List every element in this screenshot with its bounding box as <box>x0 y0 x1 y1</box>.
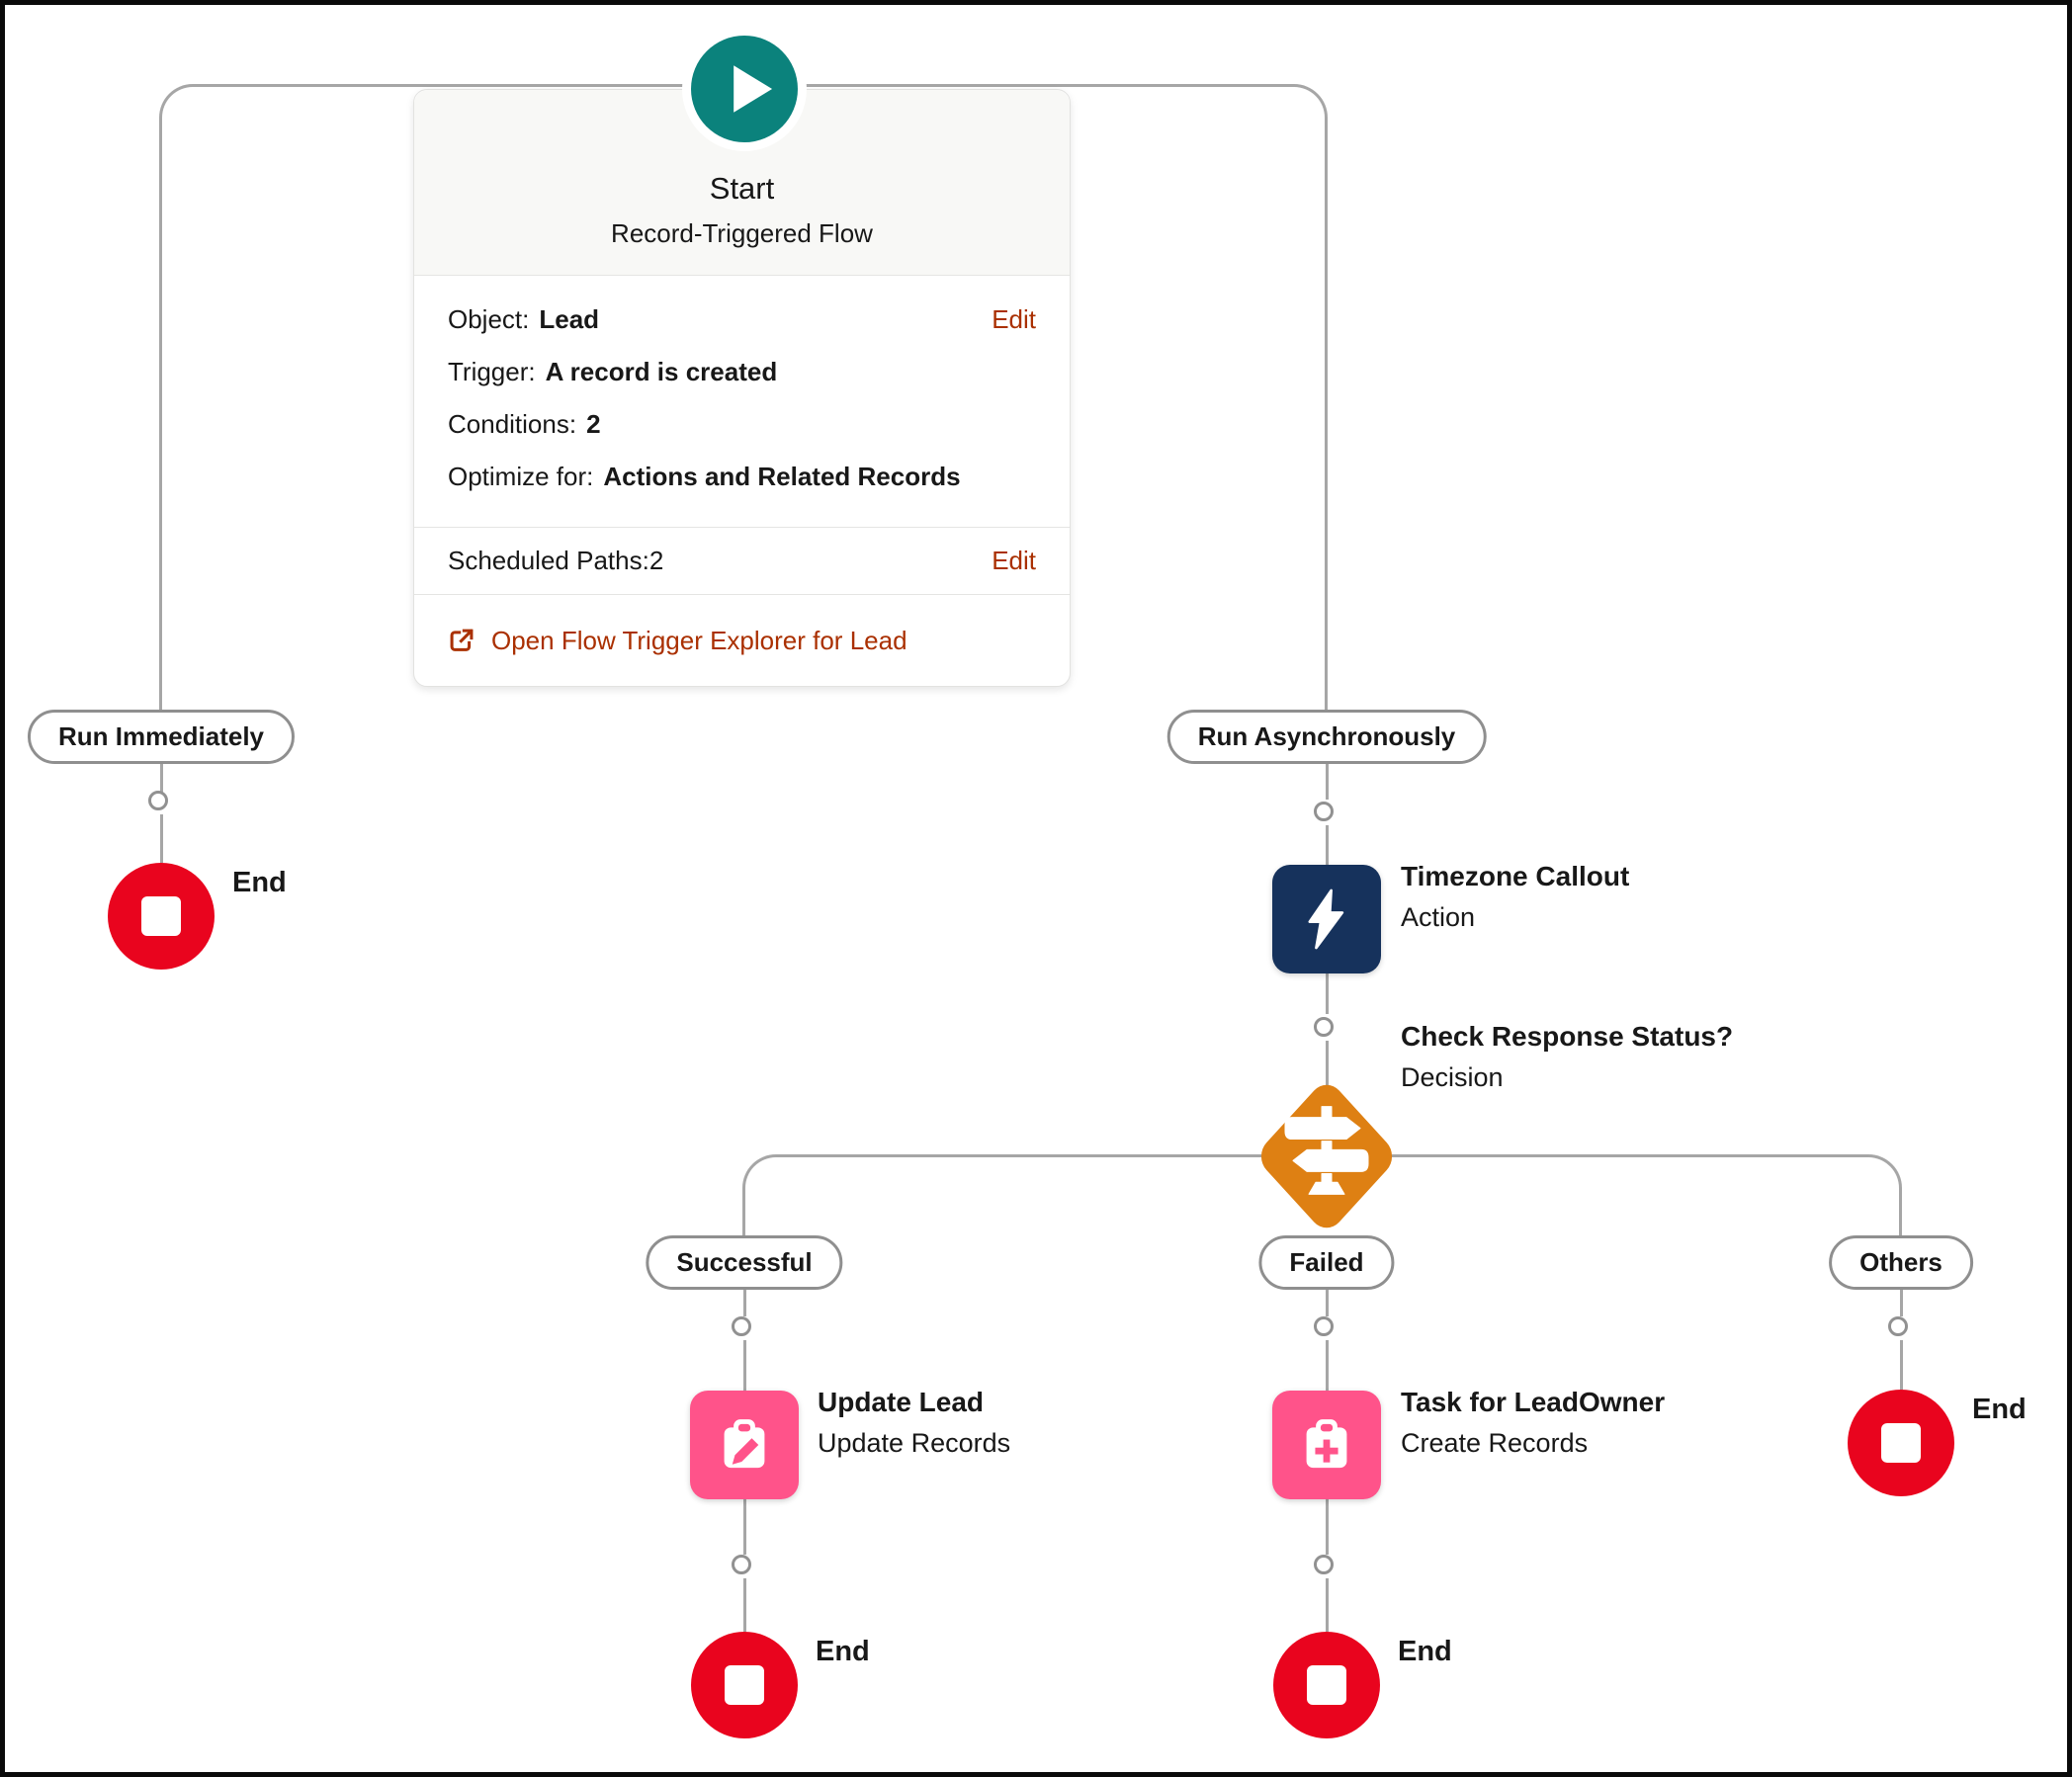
clipboard-plus-icon <box>1306 1419 1347 1469</box>
add-node-button[interactable] <box>1314 1316 1334 1336</box>
connector-segment <box>743 1499 746 1555</box>
connector-segment <box>1326 1340 1329 1391</box>
outcome-label-others: Others <box>1829 1235 1973 1290</box>
create-records-node-task-for-leadowner[interactable] <box>1272 1391 1381 1499</box>
decision-node-check-response-status[interactable] <box>1252 1075 1401 1237</box>
end-node[interactable] <box>108 863 215 970</box>
decision-subtitle: Decision <box>1401 1062 1504 1092</box>
add-node-button[interactable] <box>1314 1017 1334 1037</box>
create-node-label: Task for LeadOwner Create Records <box>1401 1387 1665 1459</box>
connector-segment <box>743 1289 746 1316</box>
play-icon <box>734 65 773 113</box>
stop-icon <box>1881 1423 1921 1463</box>
connector-segment <box>160 814 163 863</box>
external-link-icon <box>450 629 474 651</box>
action-title: Timezone Callout <box>1401 861 1630 891</box>
scheduled-paths-text: Scheduled Paths:2 <box>448 546 664 575</box>
lightning-icon <box>1308 888 1344 950</box>
connector-segment <box>1326 1289 1329 1316</box>
connector-segment <box>1900 1289 1903 1316</box>
stop-icon <box>1307 1665 1346 1705</box>
connector-segment <box>1326 825 1329 865</box>
add-node-button[interactable] <box>1888 1316 1908 1336</box>
end-node[interactable] <box>1848 1390 1954 1496</box>
start-card-body: Object:Lead Edit Trigger:A record is cre… <box>414 276 1070 527</box>
start-title: Start <box>709 171 775 206</box>
connector-segment <box>160 762 163 794</box>
start-subtitle: Record-Triggered Flow <box>611 218 873 248</box>
connector-segment <box>1326 762 1329 800</box>
connector-segment <box>1326 1499 1329 1555</box>
edit-trigger-button[interactable]: Edit <box>992 304 1036 334</box>
signpost-icon <box>1284 1106 1369 1195</box>
action-subtitle: Action <box>1401 902 1476 932</box>
end-node[interactable] <box>1273 1632 1380 1738</box>
start-circle[interactable] <box>691 36 798 142</box>
action-node-label: Timezone Callout Action <box>1401 861 1629 933</box>
connector-segment <box>1900 1340 1903 1390</box>
clipboard-pencil-icon <box>724 1419 765 1469</box>
stop-icon <box>725 1665 764 1705</box>
add-node-button[interactable] <box>732 1316 751 1336</box>
start-field-optimize: Optimize for:Actions and Related Records <box>448 461 961 491</box>
update-node-label: Update Lead Update Records <box>818 1387 1010 1459</box>
end-node[interactable] <box>691 1632 798 1738</box>
end-node-label: End <box>816 1636 870 1667</box>
start-node[interactable] <box>682 27 807 151</box>
end-node-label: End <box>232 867 287 898</box>
start-node-card[interactable]: Start Record-Triggered Flow Object:Lead … <box>413 89 1071 687</box>
add-node-button[interactable] <box>148 791 168 810</box>
connector-segment <box>743 1578 746 1632</box>
decision-title: Check Response Status? <box>1401 1021 1734 1052</box>
edit-scheduled-paths-button[interactable]: Edit <box>992 546 1036 575</box>
action-node-timezone-callout[interactable] <box>1272 865 1381 973</box>
end-node-label: End <box>1972 1394 2027 1425</box>
update-subtitle: Update Records <box>818 1428 1011 1458</box>
open-flow-trigger-explorer-link[interactable]: Open Flow Trigger Explorer for Lead <box>491 625 907 655</box>
add-node-button[interactable] <box>1314 802 1334 821</box>
connector-segment <box>743 1340 746 1391</box>
update-title: Update Lead <box>818 1387 985 1417</box>
flow-trigger-explorer-row: Open Flow Trigger Explorer for Lead <box>414 594 1070 686</box>
create-title: Task for LeadOwner <box>1401 1387 1666 1417</box>
connector-segment <box>1326 1578 1329 1632</box>
update-records-node-update-lead[interactable] <box>690 1391 799 1499</box>
add-node-button[interactable] <box>1314 1555 1334 1574</box>
path-label-run-asynchronously: Run Asynchronously <box>1166 710 1487 764</box>
add-node-button[interactable] <box>732 1555 751 1574</box>
connector-segment <box>1326 1041 1329 1085</box>
end-node-label: End <box>1398 1636 1452 1667</box>
start-field-trigger: Trigger:A record is created <box>448 356 778 386</box>
create-subtitle: Create Records <box>1401 1428 1589 1458</box>
start-field-object: Object:Lead <box>448 304 600 334</box>
outcome-label-successful: Successful <box>646 1235 843 1290</box>
outcome-label-failed: Failed <box>1258 1235 1395 1290</box>
stop-icon <box>141 896 181 936</box>
connector-segment <box>1326 973 1329 1014</box>
path-label-run-immediately: Run Immediately <box>27 710 296 764</box>
scheduled-paths-row: Scheduled Paths:2 Edit <box>414 527 1070 594</box>
start-field-conditions: Conditions:2 <box>448 408 601 439</box>
decision-node-label: Check Response Status? Decision <box>1401 1021 1733 1093</box>
